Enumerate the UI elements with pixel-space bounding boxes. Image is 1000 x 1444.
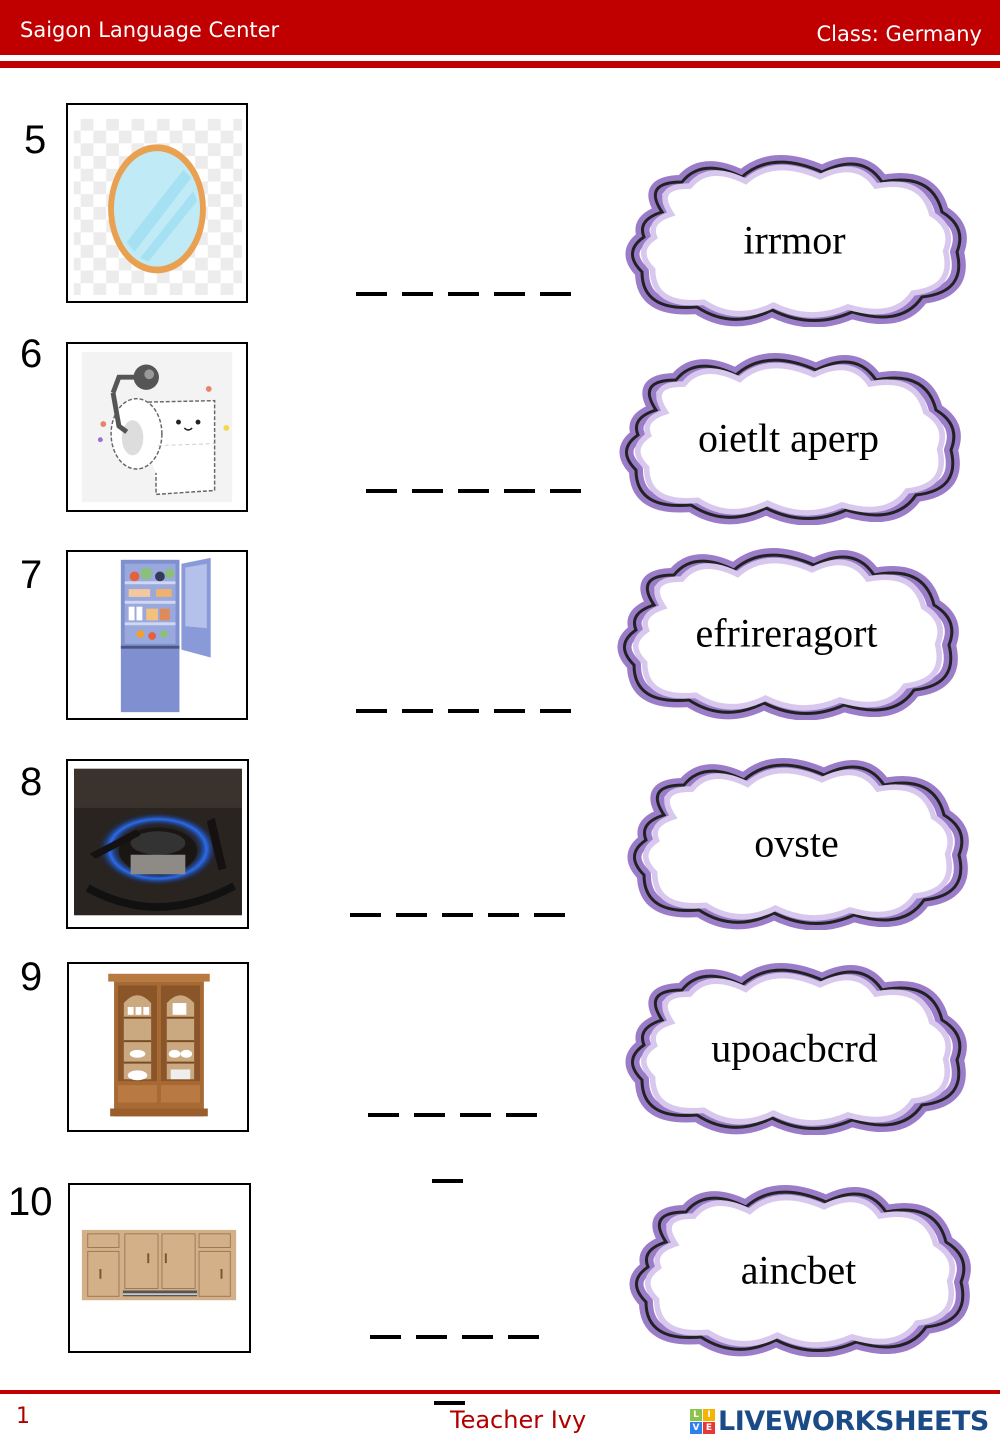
blank[interactable] — [540, 709, 571, 713]
blank[interactable] — [414, 1113, 445, 1117]
cabinet-image — [68, 1183, 251, 1353]
blank[interactable] — [550, 489, 581, 493]
brand-name: LIVEWORKSHEETS — [718, 1406, 989, 1437]
item-number: 8 — [20, 760, 43, 804]
blank[interactable] — [508, 1335, 539, 1339]
answer-blanks[interactable] — [356, 292, 571, 296]
liveworksheets-logo-icon: L I V E — [690, 1409, 715, 1434]
blank[interactable] — [412, 489, 443, 493]
blank[interactable] — [396, 913, 427, 917]
blank[interactable] — [434, 1401, 465, 1405]
blank[interactable] — [350, 913, 381, 917]
blank[interactable] — [540, 292, 571, 296]
header-divider — [0, 61, 1000, 68]
blank[interactable] — [356, 709, 387, 713]
scrambled-word-cloud: ovste — [624, 755, 969, 930]
scrambled-word-cloud: irrmor — [622, 152, 967, 327]
blank[interactable] — [494, 709, 525, 713]
blank[interactable] — [506, 1113, 537, 1117]
toilet-paper-image — [66, 342, 248, 512]
answer-blanks[interactable] — [350, 913, 565, 917]
blank[interactable] — [416, 1335, 447, 1339]
scrambled-word: efrireragort — [695, 610, 878, 655]
blank[interactable] — [448, 709, 479, 713]
scrambled-word-cloud: upoacbcrd — [622, 960, 967, 1135]
mirror-image — [66, 103, 248, 303]
page-number: 1 — [16, 1404, 30, 1429]
liveworksheets-logo[interactable]: L I V E LIVEWORKSHEETS — [690, 1406, 989, 1437]
blank[interactable] — [462, 1335, 493, 1339]
blank[interactable] — [370, 1335, 401, 1339]
scrambled-word-cloud: oietlt aperp — [616, 350, 961, 525]
blank[interactable] — [504, 489, 535, 493]
scrambled-word-cloud: aincbet — [626, 1182, 971, 1357]
item-number: 9 — [20, 955, 43, 999]
blank[interactable] — [366, 489, 397, 493]
answer-blanks[interactable] — [368, 1113, 537, 1117]
blank[interactable] — [448, 292, 479, 296]
logo-letter: V — [690, 1422, 702, 1434]
blank[interactable] — [458, 489, 489, 493]
scrambled-word: aincbet — [740, 1247, 857, 1292]
blank[interactable] — [402, 292, 433, 296]
blank[interactable] — [442, 913, 473, 917]
item-number: 10 — [8, 1180, 53, 1224]
blank[interactable] — [534, 913, 565, 917]
scrambled-word: upoacbcrd — [711, 1025, 878, 1070]
item-number: 7 — [20, 553, 43, 597]
cupboard-image — [67, 962, 249, 1132]
blank[interactable] — [432, 1179, 463, 1183]
header-bar: Saigon Language Center Class: Germany — [0, 0, 1000, 55]
blank[interactable] — [368, 1113, 399, 1117]
blank[interactable] — [488, 913, 519, 917]
teacher-name: Teacher Ivy — [450, 1406, 587, 1434]
item-number: 6 — [20, 332, 43, 376]
answer-blanks[interactable] — [356, 709, 571, 713]
answer-blanks[interactable] — [370, 1335, 539, 1339]
footer-divider — [0, 1390, 1000, 1394]
blank[interactable] — [356, 292, 387, 296]
blank[interactable] — [460, 1113, 491, 1117]
school-name: Saigon Language Center — [20, 18, 280, 42]
answer-blanks[interactable] — [366, 489, 581, 493]
logo-letter: I — [703, 1409, 715, 1421]
scrambled-word-cloud: efrireragort — [614, 545, 959, 720]
scrambled-word: irrmor — [743, 217, 846, 262]
item-number: 5 — [24, 118, 47, 162]
stove-image — [66, 759, 249, 929]
blank[interactable] — [494, 292, 525, 296]
scrambled-word: oietlt aperp — [697, 415, 880, 460]
blank[interactable] — [402, 709, 433, 713]
class-label: Class: Germany — [816, 22, 982, 46]
logo-letter: L — [690, 1409, 702, 1421]
logo-letter: E — [703, 1422, 715, 1434]
refrigerator-image — [66, 550, 248, 720]
scrambled-word: ovste — [754, 820, 839, 865]
